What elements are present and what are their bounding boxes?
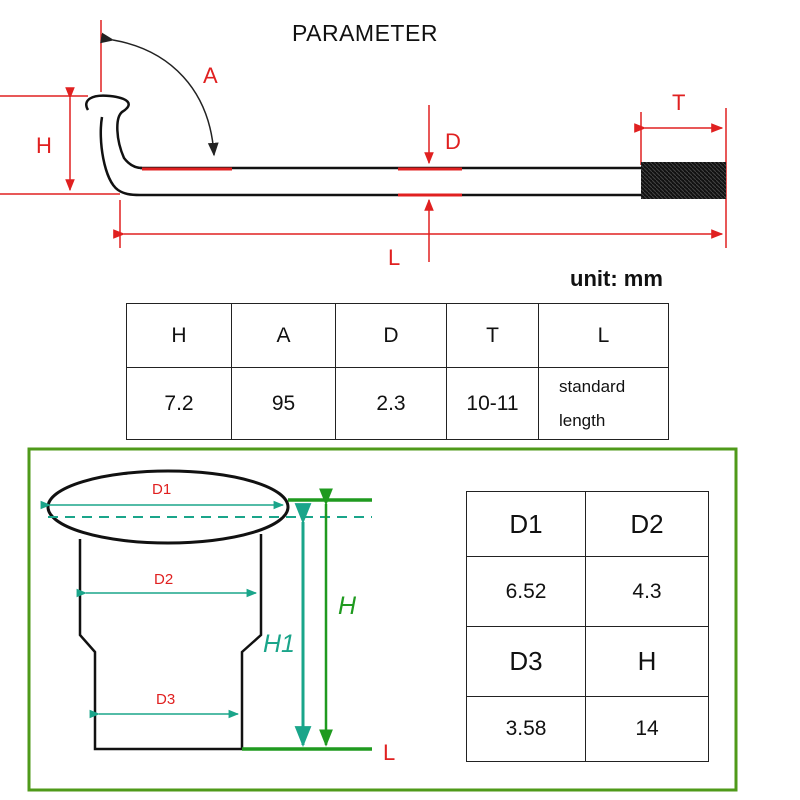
label-t: T <box>672 90 685 115</box>
label-d2: D2 <box>154 571 173 588</box>
label-h: H <box>36 133 52 158</box>
dimension-table: D1 D2 6.52 4.3 D3 H 3.58 14 <box>466 491 709 762</box>
spec-value-l-line1: standard <box>559 376 626 396</box>
page-title: PARAMETER <box>292 20 438 46</box>
angle-arc <box>100 32 219 157</box>
spoke-diagram: A H D T L <box>0 20 727 270</box>
dim-value-d1: 6.52 <box>466 556 586 627</box>
thread-section <box>641 162 726 199</box>
spec-header-t: T <box>446 303 539 368</box>
spec-value-a: 95 <box>231 367 336 440</box>
panel-frame <box>27 447 738 792</box>
spec-table: H A D T L 7.2 95 2.3 10-11 standard leng… <box>126 303 669 440</box>
label-d1: D1 <box>152 481 171 498</box>
dim-header-h: H <box>585 626 709 697</box>
spoke-head <box>85 94 143 170</box>
dim-value-d3: 3.58 <box>466 696 586 762</box>
dim-value-h: 14 <box>585 696 709 762</box>
dim-header-d2: D2 <box>585 491 709 557</box>
label-a: A <box>203 63 218 88</box>
head-body-outline <box>78 534 263 751</box>
label-h-head: H <box>338 592 357 620</box>
spec-header-l: L <box>538 303 669 368</box>
spec-value-l: standard length <box>538 367 669 440</box>
spec-value-l-line2: length <box>559 410 606 430</box>
spec-header-a: A <box>231 303 336 368</box>
label-d3: D3 <box>156 691 175 708</box>
spec-value-d: 2.3 <box>335 367 447 440</box>
label-l: L <box>388 245 400 270</box>
dim-header-d1: D1 <box>466 491 586 557</box>
label-l-bottom: L <box>383 740 395 765</box>
dim-value-d2: 4.3 <box>585 556 709 627</box>
dim-header-d3: D3 <box>466 626 586 697</box>
label-d: D <box>445 129 461 154</box>
spec-header-h: H <box>126 303 232 368</box>
label-h1: H1 <box>263 630 295 658</box>
spec-header-d: D <box>335 303 447 368</box>
unit-label: unit: mm <box>570 266 663 291</box>
nipple-head-diagram: D1 D2 D3 H1 H L <box>27 447 738 792</box>
spec-value-h: 7.2 <box>126 367 232 440</box>
spec-value-t: 10-11 <box>446 367 539 440</box>
